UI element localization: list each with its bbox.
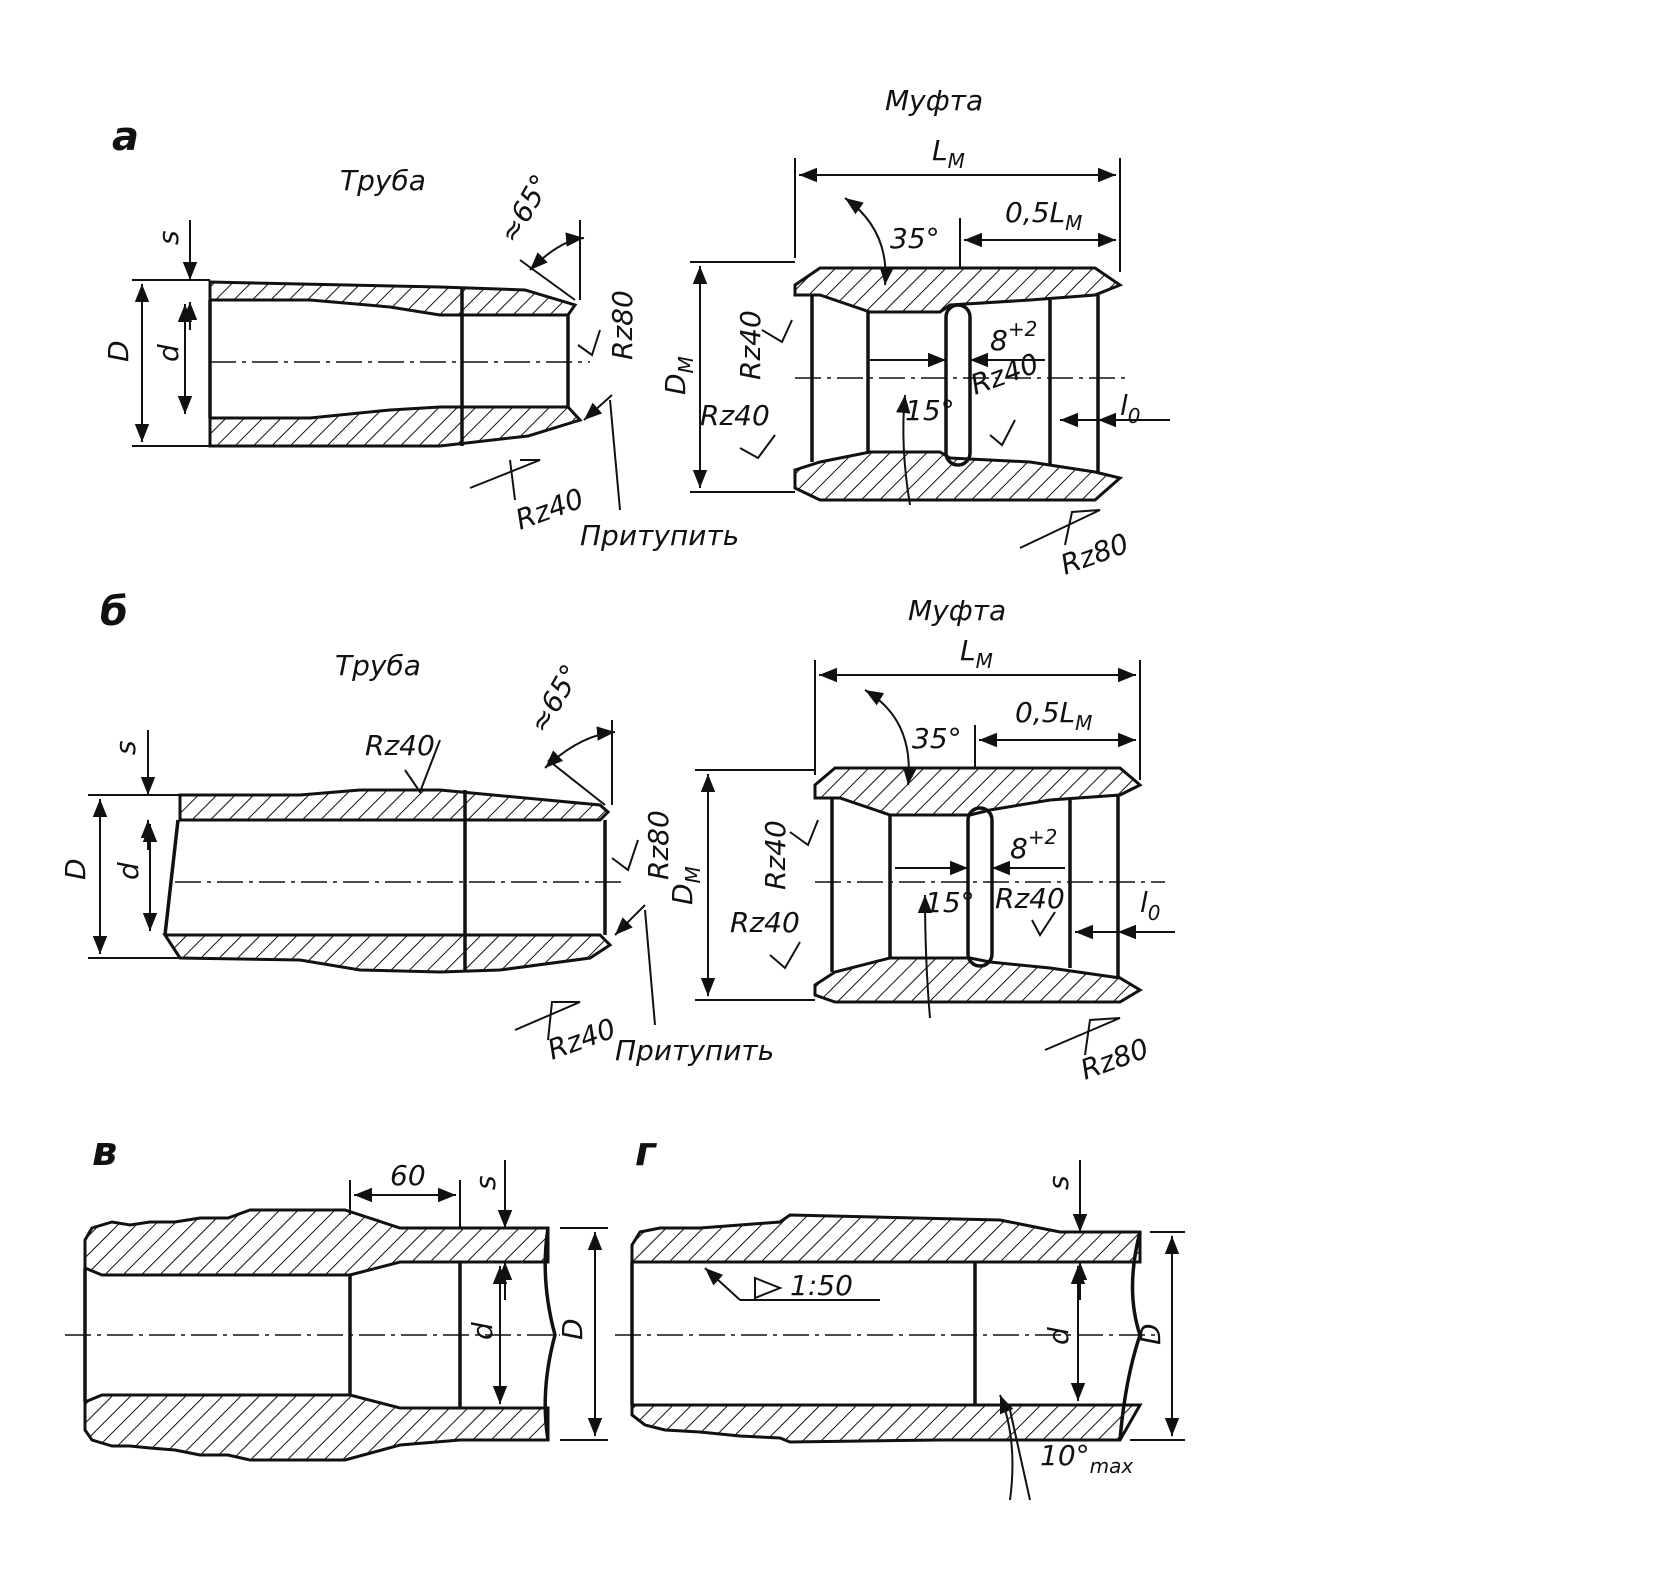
pipe-v-upper-wall <box>83 1208 550 1277</box>
coupling-a-groove-dim: 8+2 <box>990 317 1037 357</box>
pipe-a-d-label: d <box>152 344 185 362</box>
coupling-b-angle35: 35° <box>912 722 962 755</box>
coupling-a-LM: LМ <box>932 134 965 173</box>
pipe-v-d-label: d <box>466 1322 499 1340</box>
section-a-label: а <box>112 114 139 160</box>
coupling-a-halfLM: 0,5LМ <box>1005 196 1082 235</box>
pipe-a-rz40: Rz40 <box>511 482 588 537</box>
pipe-b-upper-wall <box>178 788 611 822</box>
coupling-a-angle35: 35° <box>890 222 940 255</box>
pipe-g-s-label: s <box>1042 1175 1075 1190</box>
pipe-a-s-label: s <box>152 230 185 245</box>
coupling-b-rz40-c: Rz40 <box>995 882 1065 915</box>
pipe-a-D-label: D <box>102 340 135 362</box>
coupling-a-rz40-a: Rz40 <box>734 310 767 380</box>
pipe-v-s-label: s <box>469 1175 502 1190</box>
pipe-v-D-label: D <box>556 1318 589 1340</box>
taper-symbol-icon <box>754 1276 783 1300</box>
section-a: а Труба D d s ≈65° Rz80 Rz40 Притупить <box>102 84 1170 582</box>
coupling-b-groove-dim: 8+2 <box>1010 825 1057 865</box>
pipe-a-blunt-note: Притупить <box>580 519 739 552</box>
coupling-a-title: Муфта <box>885 84 983 117</box>
pipe-b-rz80: Rz80 <box>642 810 675 880</box>
pipe-b-rz40-top: Rz40 <box>365 729 435 762</box>
section-b-label: б <box>100 589 128 635</box>
coupling-a-DM: DМ <box>659 356 698 395</box>
section-a-pipe-title: Труба <box>340 164 426 197</box>
pipe-a-rz80: Rz80 <box>606 290 639 360</box>
pipe-g-d-label: d <box>1042 1327 1075 1345</box>
coupling-b-rz40-a: Rz40 <box>759 820 792 890</box>
coupling-b-DM: DМ <box>666 866 705 905</box>
pipe-b-s-label: s <box>109 740 142 755</box>
pipe-g-angle: 10°max <box>1040 1439 1133 1478</box>
pipe-v-lower-wall <box>83 1393 550 1462</box>
coupling-b-lower-wall <box>813 956 1143 1004</box>
pipe-v-dim60: 60 <box>390 1159 426 1192</box>
coupling-b-angle15: 15° <box>925 886 975 919</box>
pipe-g-taper: 1:50 <box>790 1269 853 1302</box>
section-b: б Труба D d s Rz40 ≈65° Rz80 Rz40 Притуп… <box>59 589 1175 1087</box>
coupling-b-rz40-b: Rz40 <box>730 906 800 939</box>
pipe-b-rz40: Rz40 <box>543 1012 620 1067</box>
section-v-label: в <box>92 1129 117 1175</box>
pipe-g-lower-wall <box>630 1403 1143 1444</box>
pipe-b-blunt-note: Притупить <box>615 1034 774 1067</box>
pipe-b-d-label: d <box>112 862 145 880</box>
coupling-b-halfLM: 0,5LМ <box>1015 696 1092 735</box>
section-g: г 1:50 s d D 10°max <box>615 1129 1185 1501</box>
coupling-a-angle15: 15° <box>905 394 955 427</box>
pipe-b-D-label: D <box>59 858 92 880</box>
coupling-b-l0: l0 <box>1140 886 1161 925</box>
coupling-a-groove <box>944 303 972 467</box>
pipe-b-chamfer-angle: ≈65° <box>522 659 587 739</box>
section-v: в 60 s d D <box>65 1129 608 1462</box>
pipe-a-lower-wall <box>208 405 583 448</box>
coupling-b-title: Муфта <box>908 594 1006 627</box>
pipe-a-chamfer-angle: ≈65° <box>492 169 557 249</box>
pipe-g-upper-wall <box>630 1213 1142 1264</box>
coupling-a-lower-wall <box>793 450 1124 502</box>
pipe-g-D-label: D <box>1134 1323 1167 1345</box>
pipe-a-upper-wall <box>208 280 578 317</box>
section-b-pipe-title: Труба <box>335 649 421 682</box>
coupling-b-LM: LМ <box>960 634 993 673</box>
coupling-a-rz40-b: Rz40 <box>700 399 770 432</box>
coupling-b-groove <box>966 806 994 968</box>
pipe-b-lower-wall <box>162 933 613 974</box>
coupling-a-l0: l0 <box>1120 389 1141 428</box>
section-g-label: г <box>635 1129 657 1175</box>
